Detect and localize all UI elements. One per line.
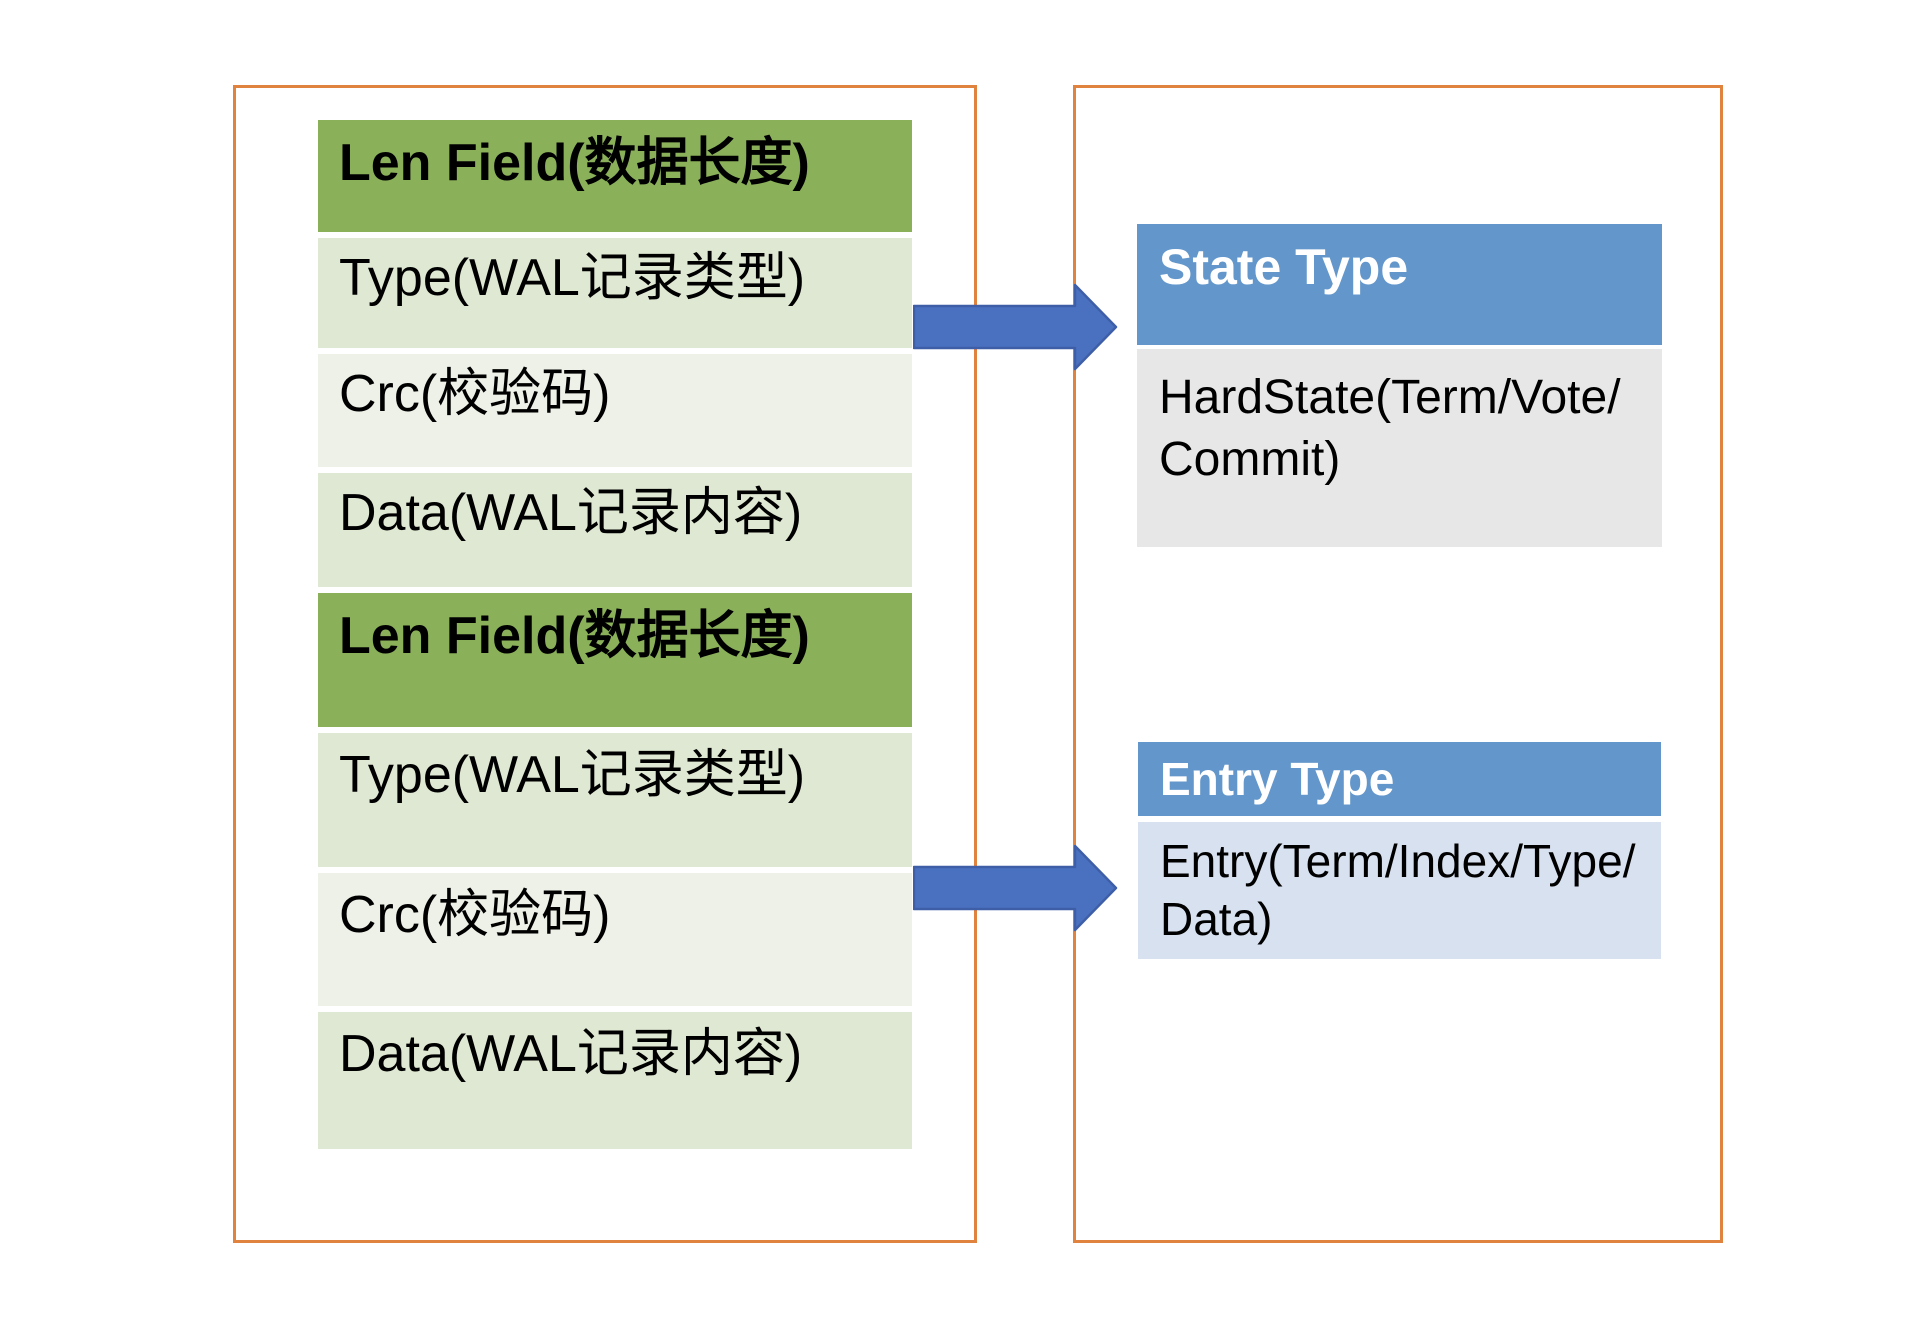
right-arrow-icon	[913, 844, 1118, 932]
entry-type-header: Entry Type	[1138, 742, 1661, 816]
entry-type-table: Entry Type Entry(Term/Index/Type/Data)	[1138, 742, 1661, 959]
wal-row-data-1: Data(WAL记录内容)	[318, 473, 912, 587]
wal-row-len-field-1: Len Field(数据长度)	[318, 120, 912, 232]
state-type-header: State Type	[1137, 224, 1662, 345]
wal-row-crc-1: Crc(校验码)	[318, 354, 912, 467]
state-type-body: HardState(Term/Vote/Commit)	[1137, 349, 1662, 547]
right-arrow-icon	[913, 283, 1118, 371]
wal-row-len-field-2: Len Field(数据长度)	[318, 593, 912, 727]
wal-record-table: Len Field(数据长度) Type(WAL记录类型) Crc(校验码) D…	[318, 120, 912, 1155]
state-type-table: State Type HardState(Term/Vote/Commit)	[1137, 224, 1662, 547]
entry-type-body: Entry(Term/Index/Type/Data)	[1138, 822, 1661, 959]
wal-row-data-2: Data(WAL记录内容)	[318, 1012, 912, 1149]
wal-row-crc-2: Crc(校验码)	[318, 873, 912, 1006]
wal-row-type-2: Type(WAL记录类型)	[318, 733, 912, 867]
wal-row-type-1: Type(WAL记录类型)	[318, 238, 912, 348]
